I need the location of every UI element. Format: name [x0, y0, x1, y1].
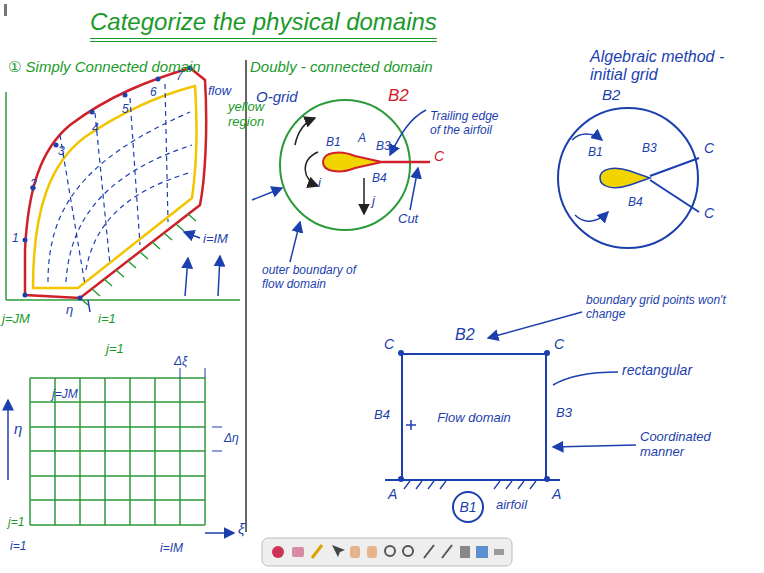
- annotation-label: 6: [150, 86, 157, 100]
- boundary-circle: B1: [452, 491, 484, 523]
- annotation-label: j=JM: [52, 388, 78, 402]
- annotation-label: Algebraic method - initial grid: [590, 48, 740, 85]
- annotation-label: i=IM: [160, 542, 183, 556]
- annotation-label: B2: [455, 326, 475, 344]
- annotation-label: i=1: [10, 540, 26, 554]
- annotation-label: B1: [588, 146, 603, 160]
- annotation-label: i=1: [98, 312, 116, 327]
- annotation-label: Trailing edge of the airfoil: [430, 110, 505, 138]
- annotation-label: B2: [388, 86, 409, 106]
- annotation-label: B1: [326, 136, 341, 150]
- annotation-label: i: [318, 176, 321, 191]
- annotation-label: B3: [376, 140, 391, 154]
- flow-domain-box: Flow domain: [401, 353, 547, 479]
- annotation-label: B3: [556, 406, 572, 421]
- annotation-label: Δη: [224, 432, 239, 446]
- annotation-label: ① Simply Connected domain: [8, 58, 201, 75]
- annotation-label: C: [704, 140, 714, 156]
- annotation-label: B4: [372, 172, 387, 186]
- annotation-label: C: [554, 336, 564, 352]
- annotation-label: rectangular: [622, 362, 692, 378]
- annotation-label: 2: [30, 178, 37, 192]
- annotation-label: Coordinated manner: [640, 430, 730, 460]
- annotation-label: flow: [208, 84, 231, 99]
- annotation-label: j=JM: [2, 312, 30, 327]
- annotation-label: A: [388, 486, 397, 502]
- annotation-label: B4: [628, 196, 643, 210]
- node-text: Flow domain: [437, 410, 511, 425]
- annotation-label: B4: [374, 408, 390, 423]
- annotation-label: B3: [642, 142, 657, 156]
- annotation-label: i=IM: [203, 232, 228, 247]
- node-text: B1: [459, 499, 476, 515]
- slide-title: Categorize the physical domains: [90, 8, 437, 42]
- annotation-label: C: [434, 148, 444, 164]
- annotation-label: Δξ: [174, 355, 187, 369]
- annotation-label: 5: [122, 103, 129, 117]
- annotation-label: C: [384, 336, 394, 352]
- annotation-label: A: [552, 486, 561, 502]
- annotation-label: η: [66, 303, 73, 318]
- annotation-label: η: [14, 420, 22, 437]
- annotation-label: j=1: [106, 342, 124, 357]
- annotation-label: B2: [602, 86, 620, 103]
- annotation-label: j: [372, 194, 375, 209]
- annotation-label: boundary grid points won't change: [586, 294, 726, 322]
- annotation-label: outer boundary of flow domain: [262, 264, 377, 292]
- annotation-label: ξ: [238, 520, 245, 537]
- annotation-label: 7: [176, 70, 183, 84]
- annotation-label: airfoil: [496, 498, 527, 513]
- annotation-label: Cut: [398, 212, 418, 227]
- annotation-label: 3: [58, 145, 65, 159]
- annotation-label: O-grid: [256, 88, 298, 105]
- annotation-label: j=1: [8, 516, 24, 530]
- annotation-label: C: [704, 205, 714, 221]
- annotation-label: 4: [92, 122, 99, 136]
- annotation-label: 1: [12, 232, 19, 246]
- annotation-label: A: [358, 132, 366, 146]
- annotation-label: Doubly - connected domain: [250, 58, 433, 75]
